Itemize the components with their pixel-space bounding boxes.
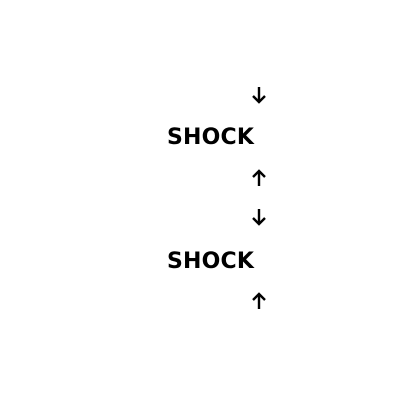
- arrow-down-icon: [250, 85, 268, 105]
- shock-label: SHOCK: [167, 249, 255, 274]
- shock-label: SHOCK: [167, 125, 255, 150]
- arrow-up-icon: [250, 168, 268, 188]
- arrow-down-icon: [250, 207, 268, 227]
- arrow-up-icon: [250, 291, 268, 311]
